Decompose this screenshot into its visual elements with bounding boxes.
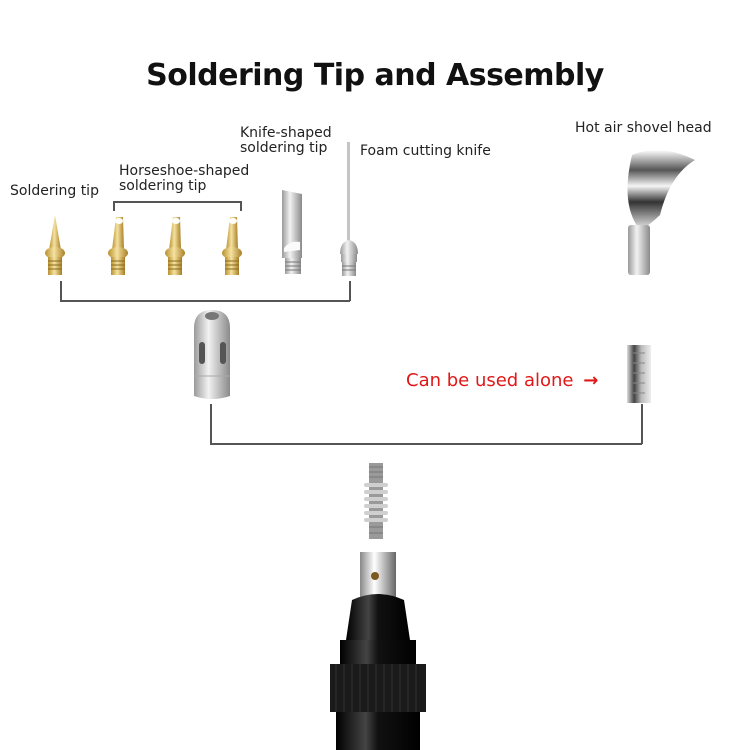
page-title: Soldering Tip and Assembly bbox=[146, 58, 604, 93]
label-knife-line1: Knife-shaped bbox=[240, 125, 332, 141]
foam-cutting-knife-icon bbox=[340, 142, 358, 276]
label-hot-air-shovel-head: Hot air shovel head bbox=[575, 120, 712, 136]
threaded-connector-icon bbox=[627, 345, 651, 403]
hot-air-shovel-head-icon bbox=[627, 150, 695, 275]
assembly-bracket-right bbox=[641, 404, 643, 444]
heating-screw-icon bbox=[364, 463, 388, 539]
tips-bracket-left bbox=[60, 281, 62, 301]
horseshoe-tip-1-icon bbox=[108, 217, 128, 275]
label-knife-line2: soldering tip bbox=[240, 140, 328, 156]
can-be-used-alone-label: Can be used alone → bbox=[406, 370, 598, 391]
soldering-pen-handle-icon bbox=[330, 552, 426, 750]
tips-bracket-right bbox=[349, 281, 351, 301]
arrow-right-icon: → bbox=[583, 370, 599, 391]
horseshoe-bracket bbox=[113, 201, 241, 203]
sleeve-adapter-icon bbox=[194, 310, 230, 399]
label-horseshoe-line1: Horseshoe-shaped bbox=[119, 163, 250, 179]
horseshoe-tip-2-icon bbox=[165, 217, 185, 275]
horseshoe-tip-3-icon bbox=[222, 217, 242, 275]
knife-shaped-tip-icon bbox=[282, 190, 302, 274]
soldering-tip-icon bbox=[45, 215, 65, 275]
horseshoe-bracket-right bbox=[240, 201, 242, 211]
label-foam-cutting-knife: Foam cutting knife bbox=[360, 143, 491, 159]
label-horseshoe-line2: soldering tip bbox=[119, 178, 207, 194]
assembly-bracket bbox=[210, 443, 642, 445]
can-be-used-alone-text: Can be used alone bbox=[406, 370, 574, 391]
assembly-bracket-left bbox=[210, 404, 212, 444]
horseshoe-bracket-left bbox=[113, 201, 115, 211]
tips-bracket bbox=[60, 300, 350, 302]
label-soldering-tip: Soldering tip bbox=[10, 183, 99, 199]
